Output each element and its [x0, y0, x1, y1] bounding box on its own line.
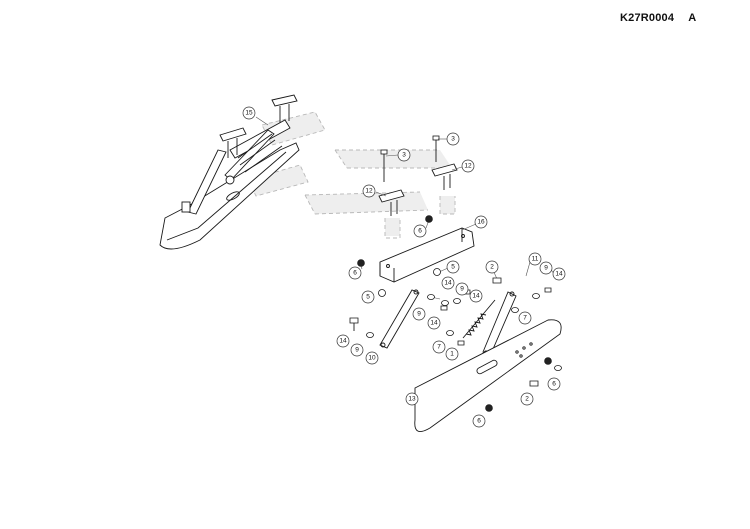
callout-9-left: 9 [412, 307, 426, 321]
svg-text:10: 10 [368, 355, 376, 362]
callout-14-spring: 14 [469, 289, 483, 303]
callout-9-center: 9 [455, 282, 469, 296]
callout-6-plate-right: 6 [547, 377, 561, 391]
svg-text:14: 14 [555, 271, 563, 278]
callout-3-left: 3 [397, 148, 411, 162]
svg-text:3: 3 [402, 152, 406, 159]
nut-6-plate-bottom [485, 404, 493, 412]
svg-text:14: 14 [430, 320, 438, 327]
callout-9-upper-right: 9 [539, 261, 553, 275]
bolt-3-left [380, 149, 388, 182]
revision-letter: A [688, 12, 697, 24]
callout-9-lower-left: 9 [350, 343, 364, 357]
callout-16: 16 [474, 215, 488, 229]
svg-text:3: 3 [451, 136, 455, 143]
svg-text:6: 6 [477, 418, 481, 425]
svg-text:14: 14 [472, 293, 480, 300]
callout-14-lower-center: 14 [427, 316, 441, 330]
svg-text:7: 7 [523, 315, 527, 322]
svg-text:15: 15 [245, 110, 253, 117]
svg-text:2: 2 [490, 264, 494, 271]
nut-5-lower [378, 289, 386, 297]
clamp-plate-12-right [431, 163, 458, 190]
swing-arm-left [379, 289, 420, 349]
svg-text:9: 9 [355, 347, 359, 354]
callout-6-plate-bottom: 6 [472, 414, 486, 428]
callout-6-upper: 6 [413, 224, 427, 238]
nut-5-upper [433, 268, 441, 276]
svg-text:6: 6 [552, 381, 556, 388]
svg-text:7: 7 [437, 344, 441, 351]
svg-text:1: 1 [450, 351, 454, 358]
svg-text:9: 9 [417, 311, 421, 318]
callout-5-upper: 5 [446, 260, 460, 274]
svg-text:12: 12 [464, 163, 472, 170]
callout-1: 1 [445, 347, 459, 361]
drawing-code: K27R0004 A [620, 12, 710, 24]
side-plate-13 [414, 319, 562, 433]
callout-2-lower: 2 [520, 392, 534, 406]
assembled-seat-assembly [159, 94, 300, 250]
svg-text:14: 14 [444, 280, 452, 287]
nut-6-upper [425, 215, 433, 223]
callout-7-right: 7 [518, 311, 532, 325]
nut-6-plate-right [544, 357, 552, 365]
bolt-3-right [432, 135, 440, 162]
svg-text:9: 9 [544, 265, 548, 272]
callout-14-center: 14 [441, 276, 455, 290]
svg-text:6: 6 [418, 228, 422, 235]
svg-text:5: 5 [366, 294, 370, 301]
callout-12-left: 12 [362, 184, 376, 198]
callout-6-bracket: 6 [348, 266, 362, 280]
svg-text:16: 16 [477, 219, 485, 226]
callout-5-lower: 5 [361, 290, 375, 304]
svg-text:9: 9 [460, 286, 464, 293]
svg-text:2: 2 [525, 396, 529, 403]
drawing-number: K27R0004 [620, 12, 675, 24]
callout-2-upper: 2 [485, 260, 499, 274]
callout-12-right: 12 [461, 159, 475, 173]
svg-text:11: 11 [532, 256, 539, 263]
mounting-bracket-16 [379, 227, 475, 283]
svg-text:12: 12 [365, 188, 373, 195]
callout-10: 10 [365, 351, 379, 365]
callout-14-upper-right: 14 [552, 267, 566, 281]
tension-spring-1 [462, 299, 496, 339]
clamp-plate-12-left [378, 189, 405, 216]
callout-11: 11 [528, 252, 542, 266]
nut-6-bracket [357, 259, 365, 267]
callout-14-left: 14 [336, 334, 350, 348]
svg-text:6: 6 [353, 270, 357, 277]
callout-15: 15 [242, 106, 256, 120]
callout-3-right: 3 [446, 132, 460, 146]
callout-13: 13 [405, 392, 419, 406]
svg-text:13: 13 [408, 396, 416, 403]
callout-7-left: 7 [432, 340, 446, 354]
svg-text:14: 14 [339, 338, 347, 345]
svg-text:5: 5 [451, 264, 455, 271]
